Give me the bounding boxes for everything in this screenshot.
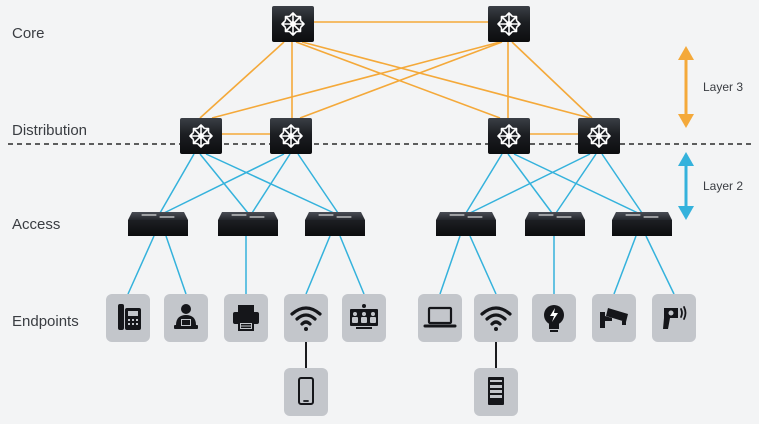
link-dist4-acc4: [469, 153, 591, 214]
link-dist1-acc1: [159, 153, 195, 214]
access-switch-5[interactable]: [525, 212, 585, 236]
layer3-arrow-icon: [678, 46, 694, 128]
endpoint-video-conference[interactable]: [342, 294, 386, 342]
core-switch-right[interactable]: [488, 6, 530, 42]
wifi-access-point-icon: [480, 306, 512, 331]
access-switch-4[interactable]: [436, 212, 496, 236]
endpoint-barcode-scanner[interactable]: [652, 294, 696, 342]
dist-switch-4[interactable]: [578, 118, 620, 154]
tier-label-access: Access: [12, 216, 60, 233]
endpoint-wifi-access-point-1[interactable]: [284, 294, 328, 342]
link-core1-dist4: [301, 41, 591, 119]
link-dist2-acc2: [251, 153, 291, 214]
mobile-phone-icon: [298, 377, 314, 405]
link-acc6-scanner: [645, 235, 675, 295]
laptop-icon: [423, 306, 457, 328]
link-core1-dist1: [199, 41, 285, 119]
endpoint-smart-light-bulb[interactable]: [532, 294, 576, 342]
layer3-label: Layer 3: [703, 80, 743, 94]
endpoint-wifi-access-point-2[interactable]: [474, 294, 518, 342]
layer3-links: [199, 21, 593, 135]
link-core1-dist3: [295, 41, 501, 119]
wireless-client-tablet-device[interactable]: [474, 368, 518, 416]
link-acc1-user: [165, 235, 187, 295]
link-dist2-acc3: [297, 153, 339, 214]
link-acc4-laptop: [439, 235, 461, 295]
access-switch-1[interactable]: [128, 212, 188, 236]
endpoint-printer[interactable]: [224, 294, 268, 342]
link-acc3-video: [339, 235, 365, 295]
link-acc3-wifi: [305, 235, 331, 295]
layer2-label: Layer 2: [703, 179, 743, 193]
access-switch-6[interactable]: [612, 212, 672, 236]
security-camera-icon: [600, 308, 628, 328]
tier-label-core: Core: [12, 25, 45, 42]
link-core2-dist2: [299, 41, 503, 119]
access-switches: [128, 212, 672, 236]
endpoint-laptop[interactable]: [418, 294, 462, 342]
link-acc6-camera: [613, 235, 637, 295]
layer2-links: [127, 153, 675, 295]
link-dist3-acc4: [465, 153, 503, 214]
layer2-arrow-icon: [678, 152, 694, 220]
barcode-scanner-icon: [663, 306, 687, 329]
user-workstation-icon: [174, 304, 198, 329]
wireless-client-mobile-phone[interactable]: [284, 368, 328, 416]
access-switch-3[interactable]: [305, 212, 365, 236]
dist-switch-3[interactable]: [488, 118, 530, 154]
endpoint-user-workstation[interactable]: [164, 294, 208, 342]
endpoint-ip-phone[interactable]: [106, 294, 150, 342]
tier-label-endpoints: Endpoints: [12, 313, 79, 330]
link-core2-dist1: [211, 41, 501, 119]
dist-switch-1[interactable]: [180, 118, 222, 154]
link-core2-dist4: [511, 41, 593, 119]
link-dist2-acc1: [163, 153, 285, 214]
tier-label-distribution: Distribution: [12, 122, 87, 139]
link-acc1-phone: [127, 235, 155, 295]
dist-switch-2[interactable]: [270, 118, 312, 154]
link-dist1-acc3: [205, 153, 335, 214]
core-switch-left[interactable]: [272, 6, 314, 42]
printer-icon: [233, 305, 259, 331]
smart-light-bulb-icon: [544, 305, 564, 332]
link-dist4-acc6: [601, 153, 643, 214]
video-conference-icon: [350, 304, 378, 329]
endpoint-security-camera[interactable]: [592, 294, 636, 342]
tablet-device-icon: [488, 377, 504, 405]
wifi-access-point-icon: [290, 306, 322, 331]
link-dist4-acc5: [555, 153, 597, 214]
access-switch-2[interactable]: [218, 212, 278, 236]
link-acc4-wifi: [469, 235, 497, 295]
ip-phone-icon: [118, 304, 141, 330]
